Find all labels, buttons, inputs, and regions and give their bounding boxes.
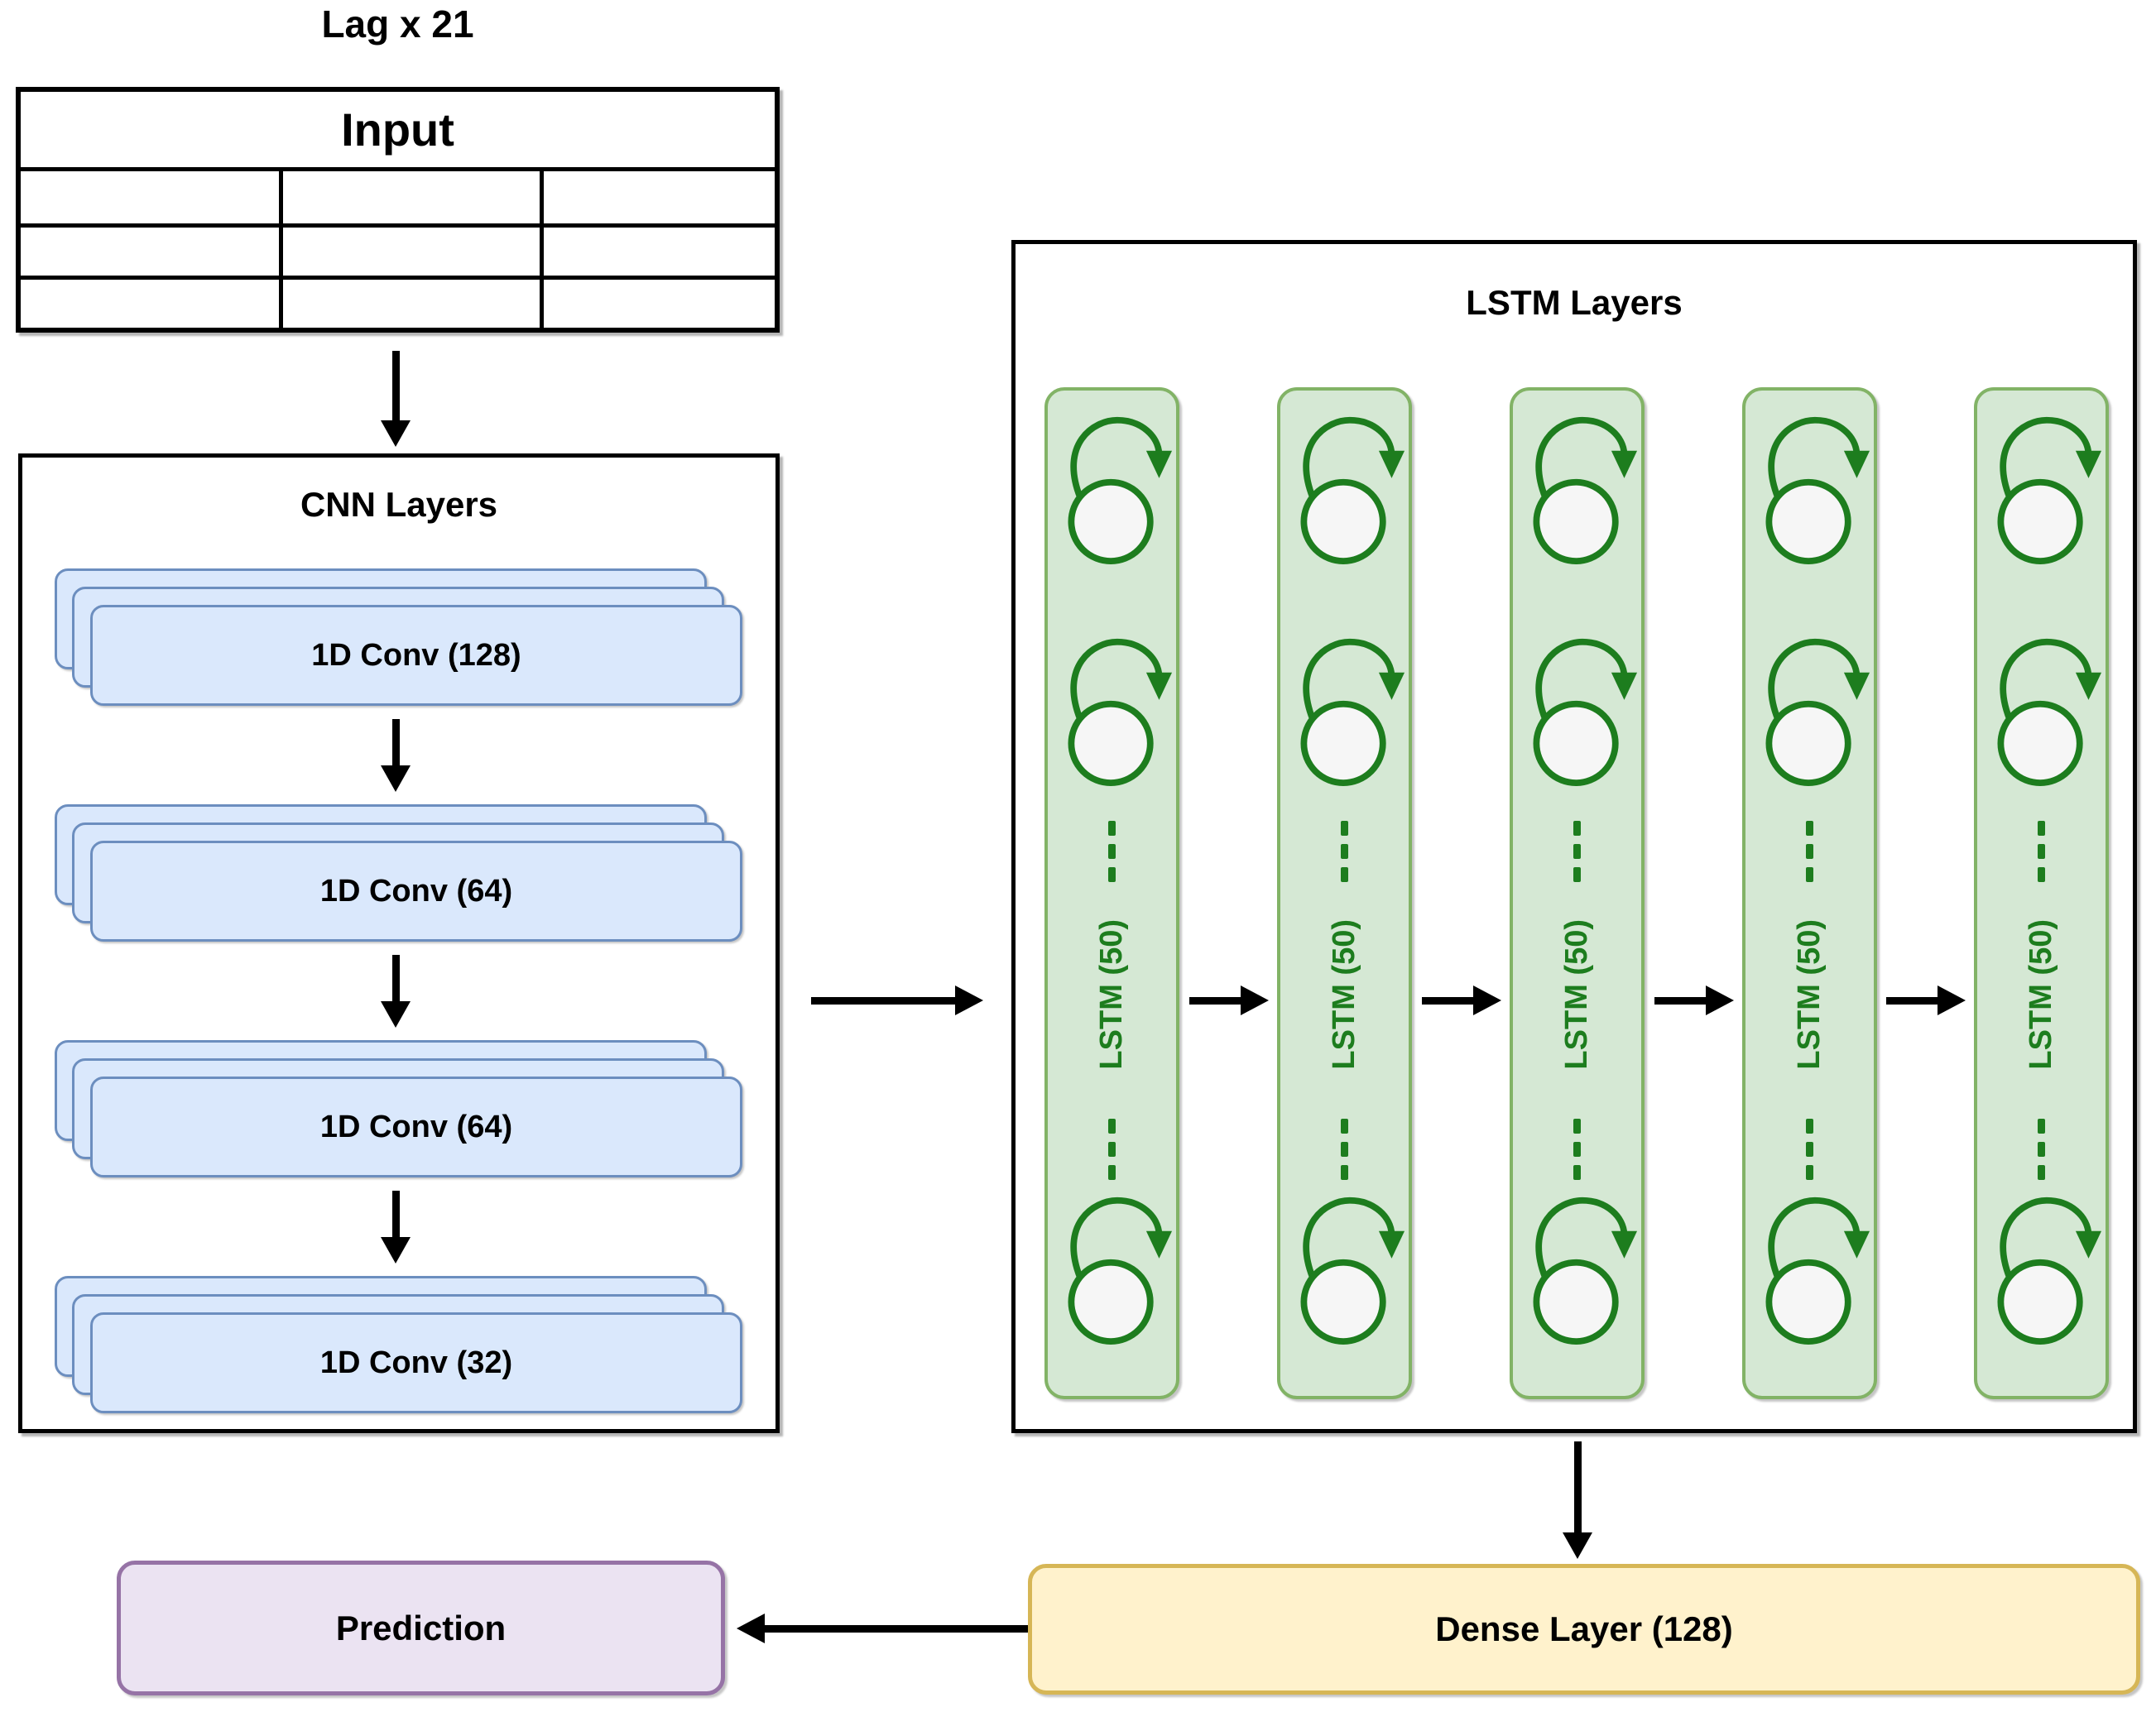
prediction-label: Prediction	[335, 1608, 507, 1647]
conv-card-front: 1D Conv (64)	[90, 841, 742, 942]
lstm-unit-label: LSTM (50)	[1559, 919, 1594, 1070]
dashed-connector	[1977, 1119, 2106, 1180]
input-cell	[21, 171, 279, 223]
arrow-lstm3-to-lstm4-icon	[1654, 985, 1734, 1015]
recurrent-node-icon	[1982, 631, 2103, 792]
input-cell	[21, 223, 279, 276]
input-cell	[21, 276, 279, 328]
dashed-connector	[1280, 1119, 1409, 1180]
recurrent-node-icon	[1518, 409, 1639, 570]
arrow-conv3-to-conv4-icon	[381, 1191, 411, 1264]
arrow-dense-to-prediction-icon	[737, 1614, 1028, 1643]
input-table: Input	[16, 87, 780, 333]
dashed-connector	[1513, 821, 1641, 882]
lstm-column-5: LSTM (50)	[1974, 387, 2109, 1399]
conv-layer-label: 1D Conv (32)	[319, 1345, 513, 1380]
conv-layer-label: 1D Conv (128)	[311, 637, 521, 673]
recurrent-node-icon	[1053, 1189, 1174, 1350]
recurrent-node-icon	[1285, 1189, 1406, 1350]
conv-layer-label: 1D Conv (64)	[319, 1109, 513, 1144]
lstm-column-3: LSTM (50)	[1510, 387, 1645, 1399]
conv-card-front: 1D Conv (64)	[90, 1077, 742, 1177]
lstm-unit-label: LSTM (50)	[2024, 919, 2058, 1070]
input-cell	[540, 171, 775, 223]
lag-label: Lag x 21	[321, 2, 474, 46]
conv-card-front: 1D Conv (128)	[90, 605, 742, 706]
arrow-conv1-to-conv2-icon	[381, 719, 411, 792]
dashed-connector	[1513, 1119, 1641, 1180]
lstm-layers-title: LSTM Layers	[1466, 283, 1683, 322]
lstm-column-4: LSTM (50)	[1742, 387, 1877, 1399]
lstm-unit-label: LSTM (50)	[1792, 919, 1827, 1070]
arrow-lstm1-to-lstm2-icon	[1189, 985, 1269, 1015]
conv-layer-stack-4: 1D Conv (32)	[55, 1276, 742, 1413]
arrow-conv2-to-conv3-icon	[381, 955, 411, 1028]
conv-layer-stack-3: 1D Conv (64)	[55, 1040, 742, 1177]
arrow-lstm4-to-lstm5-icon	[1886, 985, 1966, 1015]
conv-card-front: 1D Conv (32)	[90, 1312, 742, 1413]
arrow-cnn-to-lstm-icon	[811, 985, 983, 1015]
arrow-input-to-cnn-icon	[381, 351, 411, 447]
input-cell	[279, 223, 540, 276]
lstm-unit-label: LSTM (50)	[1327, 919, 1361, 1070]
dense-layer-label: Dense Layer (128)	[1435, 1609, 1733, 1648]
recurrent-node-icon	[1750, 1189, 1871, 1350]
recurrent-node-icon	[1518, 1189, 1639, 1350]
recurrent-node-icon	[1285, 409, 1406, 570]
dashed-connector	[1977, 821, 2106, 882]
recurrent-node-icon	[1285, 631, 1406, 792]
recurrent-node-icon	[1982, 409, 2103, 570]
input-cell	[540, 223, 775, 276]
recurrent-node-icon	[1053, 631, 1174, 792]
arrow-lstm2-to-lstm3-icon	[1422, 985, 1501, 1015]
conv-layer-label: 1D Conv (64)	[319, 873, 513, 909]
recurrent-node-icon	[1518, 631, 1639, 792]
input-cell	[540, 276, 775, 328]
prediction-box: Prediction	[117, 1561, 725, 1695]
dashed-connector	[1745, 1119, 1874, 1180]
recurrent-node-icon	[1053, 409, 1174, 570]
recurrent-node-icon	[1982, 1189, 2103, 1350]
input-cell	[279, 171, 540, 223]
lstm-column-1: LSTM (50)	[1044, 387, 1179, 1399]
dashed-connector	[1745, 821, 1874, 882]
lstm-unit-label: LSTM (50)	[1094, 919, 1129, 1070]
recurrent-node-icon	[1750, 409, 1871, 570]
arrow-lstm-to-dense-icon	[1563, 1441, 1592, 1559]
dashed-connector	[1048, 1119, 1176, 1180]
dashed-connector	[1280, 821, 1409, 882]
input-table-title: Input	[21, 92, 775, 171]
dashed-connector	[1048, 821, 1176, 882]
conv-layer-stack-2: 1D Conv (64)	[55, 804, 742, 942]
lstm-column-2: LSTM (50)	[1277, 387, 1412, 1399]
dense-layer-box: Dense Layer (128)	[1028, 1564, 2140, 1695]
recurrent-node-icon	[1750, 631, 1871, 792]
input-cell	[279, 276, 540, 328]
conv-layer-stack-1: 1D Conv (128)	[55, 568, 742, 706]
cnn-layers-title: CNN Layers	[300, 485, 498, 524]
